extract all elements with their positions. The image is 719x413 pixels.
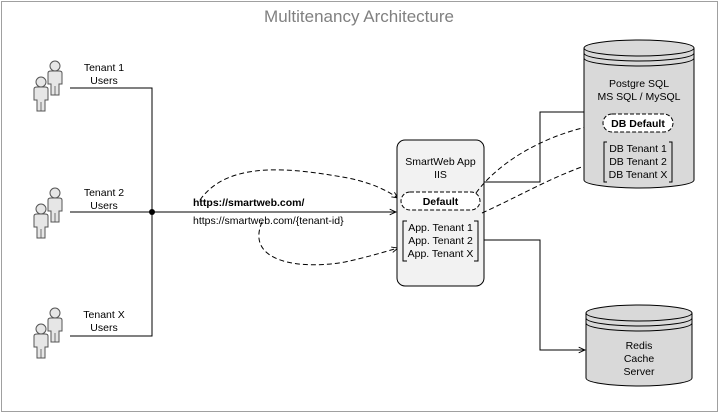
db-default-pill (602, 113, 674, 133)
primary-url: https://smartweb.com/ (193, 197, 305, 209)
tenant-route-arrow (258, 221, 398, 266)
cache-line2: Cache (624, 353, 655, 365)
db-tenants-bracket-right (669, 141, 673, 183)
db-default-label: DB Default (611, 118, 665, 130)
cache-line3: Server (624, 366, 655, 378)
tenant-x-users-label: Users (90, 322, 117, 334)
cache-line1: Redis (626, 340, 653, 352)
db-tenant-2: DB Tenant 2 (609, 156, 667, 168)
tenant-1-users-label: Users (90, 75, 117, 87)
tenant-x-label: Tenant X (83, 309, 124, 321)
app-tenant-1: App. Tenant 1 (408, 222, 473, 234)
tenant-db-arrow (481, 160, 603, 214)
db-tenant-x: DB Tenant X (609, 169, 668, 181)
app-server-name: SmartWeb App (405, 156, 476, 168)
app-to-db-arrow (484, 112, 590, 183)
app-tenant-2: App. Tenant 2 (408, 235, 473, 247)
default-route-arrow (199, 169, 398, 201)
app-tenants-bracket-right (474, 220, 479, 262)
db-engine-line2: MS SQL / MySQL (597, 91, 680, 103)
app-tenants-bracket-left (402, 220, 407, 262)
db-tenants-bracket-left (603, 141, 607, 183)
db-tenant-1: DB Tenant 1 (609, 143, 667, 155)
db-engine-line1: Postgre SQL (609, 78, 669, 90)
app-server-host: IIS (434, 169, 447, 181)
tenant-2-label: Tenant 2 (84, 187, 124, 199)
app-default-pill (400, 191, 481, 211)
cache-cylinder-icon (585, 304, 693, 387)
app-to-cache-arrow (484, 239, 585, 350)
tenant-2-users-label: Users (90, 200, 117, 212)
tenant-1-label: Tenant 1 (84, 62, 124, 74)
tenant-url: https://smartweb.com/{tenant-id} (193, 215, 344, 227)
app-default-label: Default (423, 196, 459, 208)
app-tenant-x: App. Tenant X (408, 248, 474, 260)
smartweb-app-box (396, 139, 485, 287)
diagram-title: Multitenancy Architecture (264, 7, 454, 26)
